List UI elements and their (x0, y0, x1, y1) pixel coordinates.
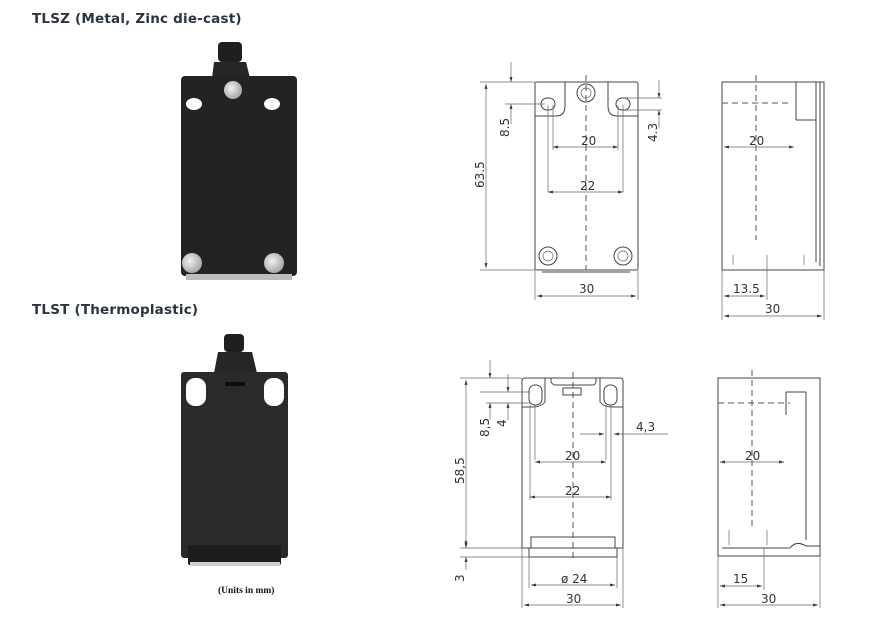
tlsz-product-photo (181, 42, 297, 280)
dim-hole-offset: 8.5 (498, 118, 512, 137)
section-title-tlst: TLST (Thermoplastic) (32, 302, 199, 318)
tlst-dim-height: 58,5 (453, 457, 467, 484)
tlsz-front-drawing: 20 22 30 63.5 8.5 4.3 (473, 62, 662, 300)
dim-slot: 4.3 (646, 123, 660, 142)
side-dim-width: 30 (765, 302, 780, 316)
tlst-dim-inner: 20 (565, 449, 580, 463)
tlst-side-drawing: 20 15 30 (717, 370, 821, 608)
tlsz-side-drawing: 20 13.5 30 (721, 75, 825, 320)
section-title-tlsz: TLSZ (Metal, Zinc die-cast) (32, 11, 242, 27)
dim-width: 30 (579, 282, 594, 296)
dim-inner: 20 (581, 134, 596, 148)
tlst-dim-diameter: ø 24 (561, 572, 587, 586)
side-dim-inner: 20 (749, 134, 764, 148)
dim-height: 63.5 (473, 161, 487, 188)
units-note: (Units in mm) (218, 586, 275, 596)
tlst-dim-width: 30 (566, 592, 581, 606)
tlst-dim-slot-h: 4 (495, 419, 509, 427)
tlst-side-dim-inner: 20 (745, 449, 760, 463)
tlst-front-drawing: 20 22 4,3 ø 24 30 58,5 8,5 4 3 (453, 360, 668, 608)
tlst-side-dim-offset: 15 (733, 572, 748, 586)
tlst-dim-base: 3 (453, 574, 467, 582)
tlst-dim-outer: 22 (565, 484, 580, 498)
tlst-dim-slot: 4,3 (636, 420, 655, 434)
tlst-dim-hole-offset: 8,5 (478, 418, 492, 437)
side-dim-offset: 13.5 (733, 282, 760, 296)
tlst-product-photo (181, 334, 288, 566)
dim-outer: 22 (580, 179, 595, 193)
tlst-side-dim-width: 30 (761, 592, 776, 606)
